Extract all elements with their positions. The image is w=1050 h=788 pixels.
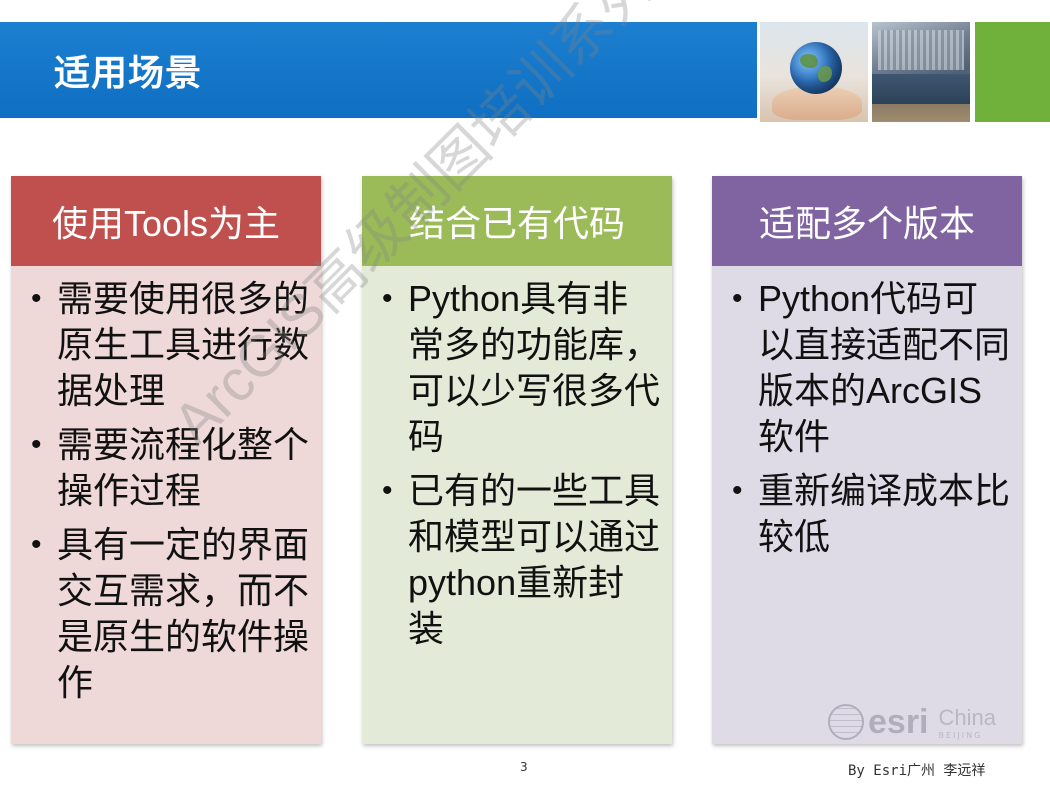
bullet-item: 已有的一些工具和模型可以通过python重新封装: [380, 468, 660, 652]
esri-china-logo: esri China BEIJING: [828, 702, 996, 742]
bullet-item: 重新编译成本比较低: [730, 468, 1010, 560]
esri-logo-text: esri: [868, 702, 929, 741]
slide-title: 适用场景: [54, 53, 203, 94]
card-existing-code: 结合已有代码 Python具有非常多的功能库，可以少写很多代码 已有的一些工具和…: [362, 176, 672, 744]
esri-logo-region: China: [938, 704, 996, 730]
author-byline: By Esri广州 李远祥: [848, 763, 986, 779]
coastal-city-aerial-photo: [872, 22, 970, 122]
bullet-item: 需要流程化整个操作过程: [29, 422, 309, 514]
esri-globe-icon: [828, 704, 864, 740]
bullet-item: 具有一定的界面交互需求，而不是原生的软件操作: [29, 522, 309, 706]
bullet-item: Python代码可以直接适配不同版本的ArcGIS软件: [730, 276, 1010, 460]
card-header: 适配多个版本: [712, 176, 1022, 266]
card-header: 结合已有代码: [362, 176, 672, 266]
green-accent-block: [975, 22, 1050, 122]
bullet-item: Python具有非常多的功能库，可以少写很多代码: [380, 276, 660, 460]
card-body: Python代码可以直接适配不同版本的ArcGIS软件 重新编译成本比较低: [712, 266, 1022, 744]
card-body: Python具有非常多的功能库，可以少写很多代码 已有的一些工具和模型可以通过p…: [362, 266, 672, 744]
card-use-tools: 使用Tools为主 需要使用很多的原生工具进行数据处理 需要流程化整个操作过程 …: [11, 176, 321, 744]
page-number: 3: [520, 760, 528, 774]
esri-logo-city: BEIJING: [938, 730, 983, 740]
card-multi-version: 适配多个版本 Python代码可以直接适配不同版本的ArcGIS软件 重新编译成…: [712, 176, 1022, 744]
card-body: 需要使用很多的原生工具进行数据处理 需要流程化整个操作过程 具有一定的界面交互需…: [11, 266, 321, 744]
card-header: 使用Tools为主: [11, 176, 321, 266]
bullet-item: 需要使用很多的原生工具进行数据处理: [29, 276, 309, 414]
title-bar: [0, 22, 757, 118]
globe-in-hands-photo: [760, 22, 868, 122]
